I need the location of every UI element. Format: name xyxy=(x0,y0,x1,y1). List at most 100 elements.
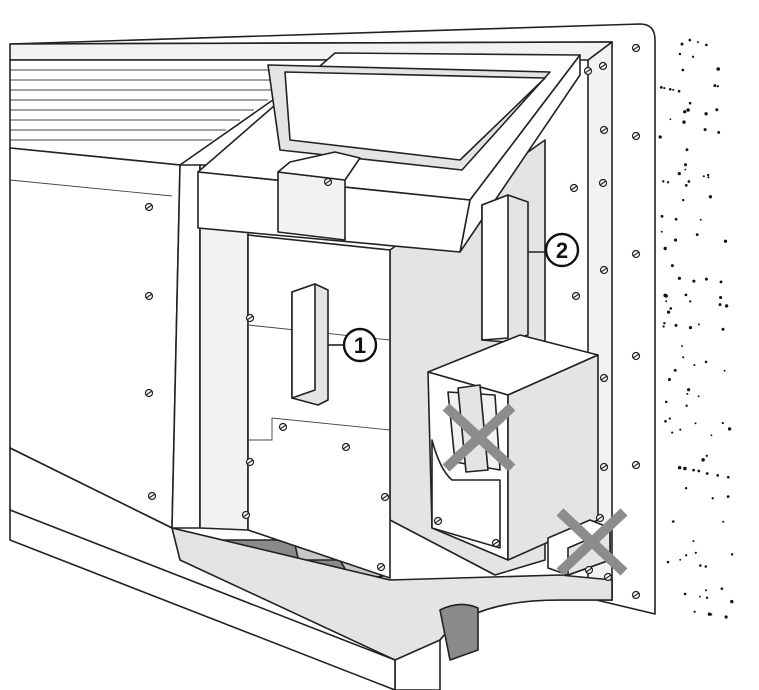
texture-dot xyxy=(662,180,665,183)
texture-dot xyxy=(663,321,666,325)
texture-dot xyxy=(683,466,687,471)
texture-dot xyxy=(704,360,708,364)
texture-dot xyxy=(664,400,668,404)
x-mark-control-box xyxy=(442,403,516,472)
texture-dot xyxy=(662,325,665,328)
texture-dot xyxy=(697,323,700,326)
texture-dot xyxy=(665,300,668,303)
texture-dot xyxy=(678,52,682,56)
texture-dot xyxy=(694,422,697,425)
screw xyxy=(599,373,609,383)
texture-dot xyxy=(705,596,709,599)
texture-dot xyxy=(684,293,688,297)
texture-dot xyxy=(710,434,713,437)
texture-dot xyxy=(713,84,717,88)
texture-dot xyxy=(727,427,732,431)
screw xyxy=(599,125,609,135)
callout-1-circle xyxy=(342,327,378,363)
texture-dot xyxy=(699,218,702,221)
screw xyxy=(380,492,390,502)
texture-dot xyxy=(721,327,725,331)
texture-dot xyxy=(721,421,724,425)
screw xyxy=(631,590,641,600)
texture-dot xyxy=(693,363,696,367)
screw xyxy=(631,351,641,361)
front-insulation-panel xyxy=(247,234,391,579)
texture-dot xyxy=(677,89,681,93)
screw xyxy=(323,177,333,187)
texture-dot xyxy=(719,280,723,284)
screw xyxy=(376,562,386,572)
texture-dot xyxy=(681,68,685,72)
texture-dot xyxy=(695,233,699,237)
screw xyxy=(631,249,641,259)
texture-dot xyxy=(718,303,722,307)
screw xyxy=(241,510,251,520)
texture-dot xyxy=(677,276,682,280)
texture-dot xyxy=(730,553,734,556)
texture-dot xyxy=(685,148,689,152)
screw xyxy=(433,516,443,526)
screw xyxy=(599,265,609,275)
texture-dot xyxy=(727,475,730,479)
texture-dot xyxy=(682,198,685,202)
texture-dot xyxy=(666,310,671,314)
callout-1-label: 1 xyxy=(354,333,366,358)
texture-dot xyxy=(684,184,688,187)
texture-dot xyxy=(667,377,671,382)
texture-dot xyxy=(711,497,714,500)
screw xyxy=(631,43,641,53)
texture-dot xyxy=(693,610,696,613)
texture-dot xyxy=(689,300,692,303)
texture-dot xyxy=(699,564,702,567)
texture-dot xyxy=(669,307,673,310)
screw xyxy=(341,442,351,452)
texture-dot xyxy=(719,295,723,300)
wall-texture-dots xyxy=(658,38,734,619)
base-pan xyxy=(9,447,613,690)
screw xyxy=(598,61,608,71)
foam-strip-part-2 xyxy=(481,194,529,343)
texture-dot xyxy=(692,468,695,472)
texture-dot xyxy=(726,495,730,498)
texture-dot xyxy=(704,589,707,592)
screw xyxy=(571,291,581,301)
texture-dot xyxy=(685,554,688,557)
texture-dot xyxy=(664,419,667,423)
texture-dot xyxy=(687,180,691,183)
texture-dot xyxy=(677,465,682,470)
texture-dot xyxy=(715,108,719,112)
texture-dot xyxy=(666,560,670,564)
screw xyxy=(278,422,288,432)
foam-strip-part-1 xyxy=(291,283,329,406)
texture-dot xyxy=(687,388,691,392)
callout-2: 2 xyxy=(528,232,580,268)
texture-dot xyxy=(686,392,689,395)
texture-dot xyxy=(669,118,672,121)
screw xyxy=(598,178,608,188)
screw xyxy=(245,457,255,467)
texture-dot xyxy=(724,615,728,619)
texture-dot xyxy=(723,369,726,372)
texture-dot xyxy=(697,395,700,398)
screw xyxy=(245,313,255,323)
texture-dot xyxy=(716,67,720,71)
screw xyxy=(595,513,605,523)
texture-dot xyxy=(698,595,701,598)
texture-dot xyxy=(688,38,692,42)
texture-dot xyxy=(673,368,677,372)
top-insulation-block xyxy=(197,52,581,253)
screw xyxy=(144,291,154,301)
texture-dot xyxy=(682,356,685,359)
screw xyxy=(144,388,154,398)
screw xyxy=(147,491,157,501)
texture-dot xyxy=(724,304,729,308)
callout-2-circle xyxy=(544,232,580,268)
texture-dot xyxy=(697,469,701,473)
texture-dot xyxy=(663,246,667,251)
screw xyxy=(491,538,501,548)
texture-dot xyxy=(686,108,690,112)
texture-dot xyxy=(704,277,708,281)
texture-dot xyxy=(684,486,688,490)
